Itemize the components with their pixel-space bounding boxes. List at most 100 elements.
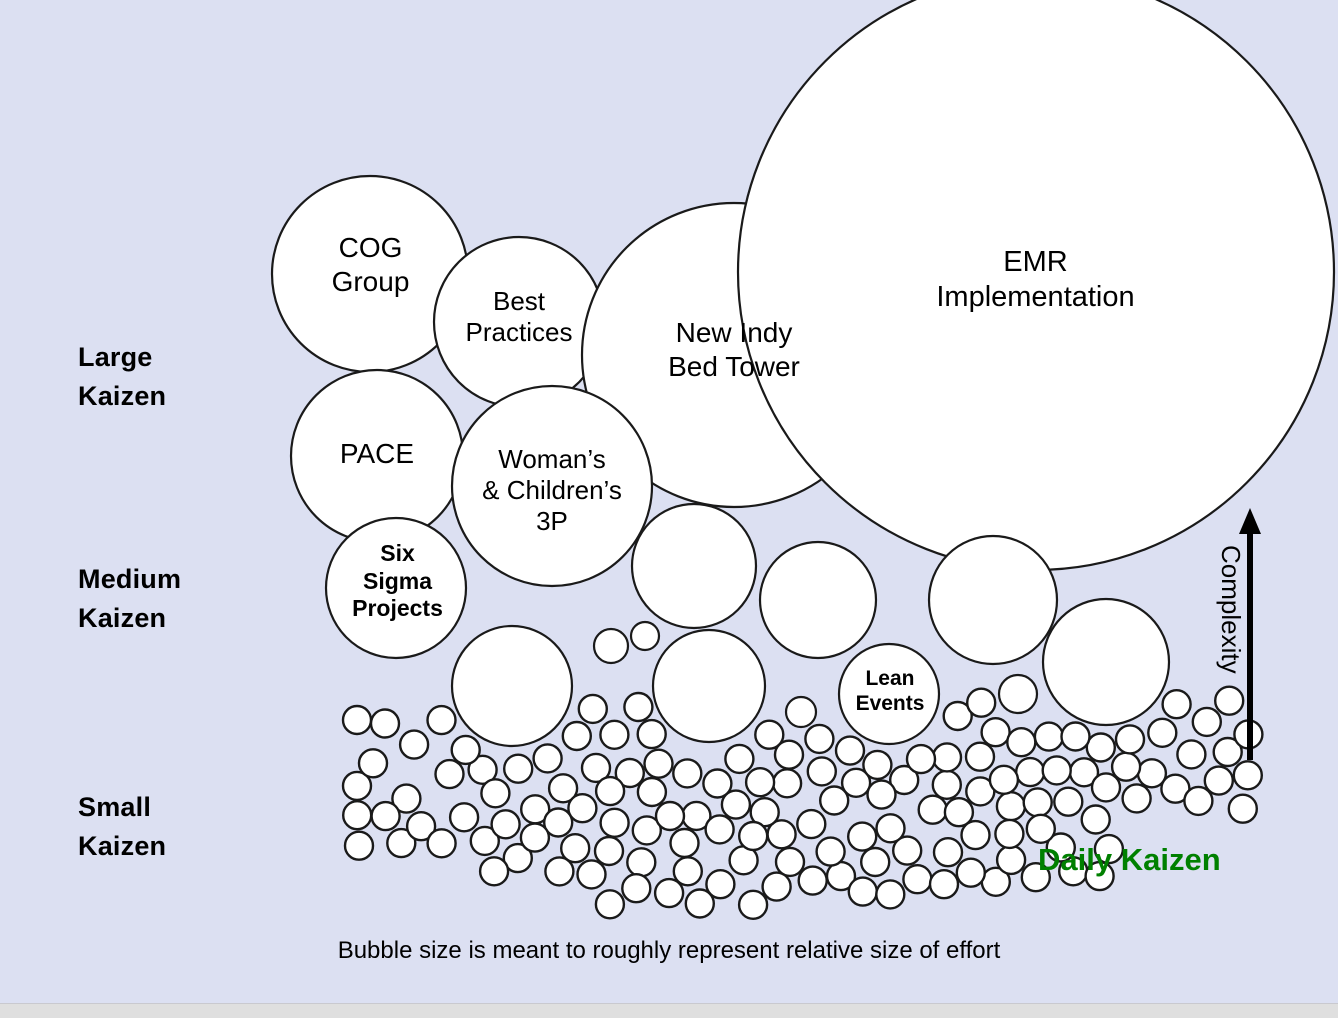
bubble-daily-kaizen-16 — [370, 800, 401, 832]
bubble-daily-kaizen-68 — [774, 846, 806, 878]
bubble-emr-implementation — [736, 0, 1336, 572]
bubble-daily-kaizen-28 — [626, 847, 657, 878]
bubble-daily-kaizen-121 — [1006, 727, 1037, 758]
bubble-daily-kaizen-90 — [847, 821, 878, 852]
bubble-daily-kaizen-5 — [469, 825, 500, 857]
bubble-daily-kaizen-85 — [917, 794, 948, 825]
bubble-pace — [289, 368, 465, 544]
bubble-daily-kaizen-105 — [1045, 832, 1077, 863]
bubble-daily-kaizen-108 — [995, 791, 1027, 822]
bubble-daily-kaizen-95 — [943, 797, 975, 828]
bubble-daily-kaizen-69 — [684, 888, 715, 919]
bubble-unlabeled-medium-4 — [450, 624, 574, 748]
tier-label-large: Large Kaizen — [78, 342, 167, 412]
bubble-daily-kaizen-25 — [561, 720, 592, 752]
bubble-daily-kaizen-11 — [467, 754, 498, 785]
bubble-daily-kaizen-27 — [567, 793, 598, 824]
bubble-daily-kaizen-78 — [889, 764, 920, 796]
bubble-daily-kaizen-75 — [892, 835, 923, 866]
bubble-daily-kaizen-84 — [819, 785, 850, 816]
bubble-daily-kaizen-18 — [480, 778, 511, 809]
bubble-daily-kaizen-37 — [560, 833, 591, 864]
bubble-daily-kaizen-118 — [994, 818, 1025, 850]
tier-label-small: Small Kaizen — [78, 792, 167, 862]
large-bubble-group — [270, 0, 1336, 572]
bubble-daily-kaizen-60 — [594, 889, 626, 920]
bubble-daily-kaizen-138 — [1191, 706, 1223, 738]
bubble-daily-kaizen-45 — [576, 859, 607, 890]
bubble-daily-kaizen-135 — [1232, 760, 1264, 791]
bubble-daily-kaizen-76 — [875, 813, 906, 844]
bubble-daily-kaizen-115 — [1022, 787, 1053, 818]
bubble-daily-kaizen-117 — [1041, 755, 1072, 786]
bubble-unlabeled-medium-0 — [630, 502, 758, 630]
bubble-daily-kaizen-19 — [426, 828, 457, 859]
bubble-daily-kaizen-129 — [1147, 717, 1178, 748]
bubble-daily-kaizen-33 — [593, 835, 625, 867]
bubble-daily-kaizen-14 — [405, 811, 437, 842]
bubble-daily-kaizen-42 — [636, 776, 668, 808]
bubble-daily-kaizen-71 — [942, 700, 973, 732]
bubble-daily-kaizen-100 — [1020, 862, 1052, 893]
bubble-daily-kaizen-74 — [797, 865, 828, 896]
bubble-daily-kaizen-77 — [804, 723, 835, 755]
bubble-daily-kaizen-4 — [369, 708, 401, 739]
bubble-unlabeled-medium-3 — [1041, 597, 1171, 727]
bubble-daily-kaizen-122 — [955, 857, 986, 888]
bubble-daily-kaizen-58 — [704, 814, 735, 845]
bubble-daily-kaizen-21 — [342, 800, 373, 831]
bubble-daily-kaizen-40 — [643, 748, 674, 779]
bubble-daily-kaizen-125 — [988, 764, 1020, 795]
bubble-daily-kaizen-36 — [532, 743, 563, 774]
bubble-daily-kaizen-136 — [1203, 765, 1235, 796]
bubble-daily-kaizen-39 — [543, 807, 574, 838]
bubble-daily-kaizen-120 — [1025, 813, 1057, 844]
bubble-daily-kaizen-81 — [931, 742, 963, 773]
bubble-daily-kaizen-128 — [1213, 685, 1245, 716]
bubble-daily-kaizen-94 — [866, 779, 897, 810]
bubble-daily-kaizen-123 — [966, 687, 997, 718]
bubble-daily-kaizen-17 — [434, 758, 465, 790]
bubble-daily-kaizen-110 — [995, 844, 1027, 876]
bubble-daily-kaizen-93 — [875, 879, 906, 910]
bubble-daily-kaizen-12 — [357, 748, 389, 779]
bubble-unlabeled-medium-2 — [927, 534, 1059, 666]
bubble-daily-kaizen-57 — [724, 743, 755, 775]
bubble-daily-kaizen-65 — [702, 768, 733, 799]
bubble-daily-kaizen-127 — [1212, 736, 1243, 768]
bubble-daily-kaizen-20 — [503, 753, 534, 784]
bubble-unlabeled-medium-1 — [758, 540, 878, 660]
bubble-daily-kaizen-137 — [1110, 751, 1142, 782]
bubble-unlabeled-medium-5 — [651, 628, 767, 744]
bubble-daily-kaizen-107 — [1033, 721, 1065, 752]
bubble-daily-kaizen-3 — [398, 729, 430, 760]
bottom-strip — [0, 1003, 1338, 1018]
bubble-daily-kaizen-141 — [1114, 724, 1146, 755]
daily-kaizen-annotation: Daily Kaizen — [1038, 842, 1221, 877]
bubble-daily-kaizen-44 — [519, 822, 551, 853]
bubble-daily-kaizen-29 — [636, 718, 667, 750]
bubble-daily-kaizen-124 — [1084, 860, 1115, 892]
bubble-best-practices — [432, 235, 606, 409]
bubble-daily-kaizen-6 — [386, 827, 417, 859]
bubble-daily-kaizen-96 — [862, 749, 893, 781]
bubble-daily-kaizen-13 — [341, 704, 373, 736]
small-bubble-group — [341, 685, 1264, 920]
bubble-daily-kaizen-72 — [840, 767, 872, 798]
bubble-daily-kaizen-2 — [502, 842, 533, 874]
complexity-axis-label: Complexity — [1216, 545, 1246, 674]
bubble-daily-kaizen-56 — [653, 877, 685, 909]
bubble-daily-kaizen-34 — [599, 807, 630, 838]
bubble-daily-kaizen-91 — [834, 735, 866, 766]
bubble-daily-kaizen-111 — [1093, 833, 1125, 865]
bubble-daily-kaizen-92 — [796, 808, 827, 840]
bubble-daily-kaizen-126 — [1176, 739, 1207, 770]
bubble-daily-kaizen-32 — [623, 691, 654, 723]
bubble-daily-kaizen-1 — [426, 704, 457, 736]
bubble-woman-s-children-s-3p — [450, 384, 654, 588]
bubble-daily-kaizen-26 — [547, 773, 579, 804]
bubble-daily-kaizen-86 — [932, 837, 964, 868]
bubble-daily-kaizen-55 — [744, 767, 776, 798]
